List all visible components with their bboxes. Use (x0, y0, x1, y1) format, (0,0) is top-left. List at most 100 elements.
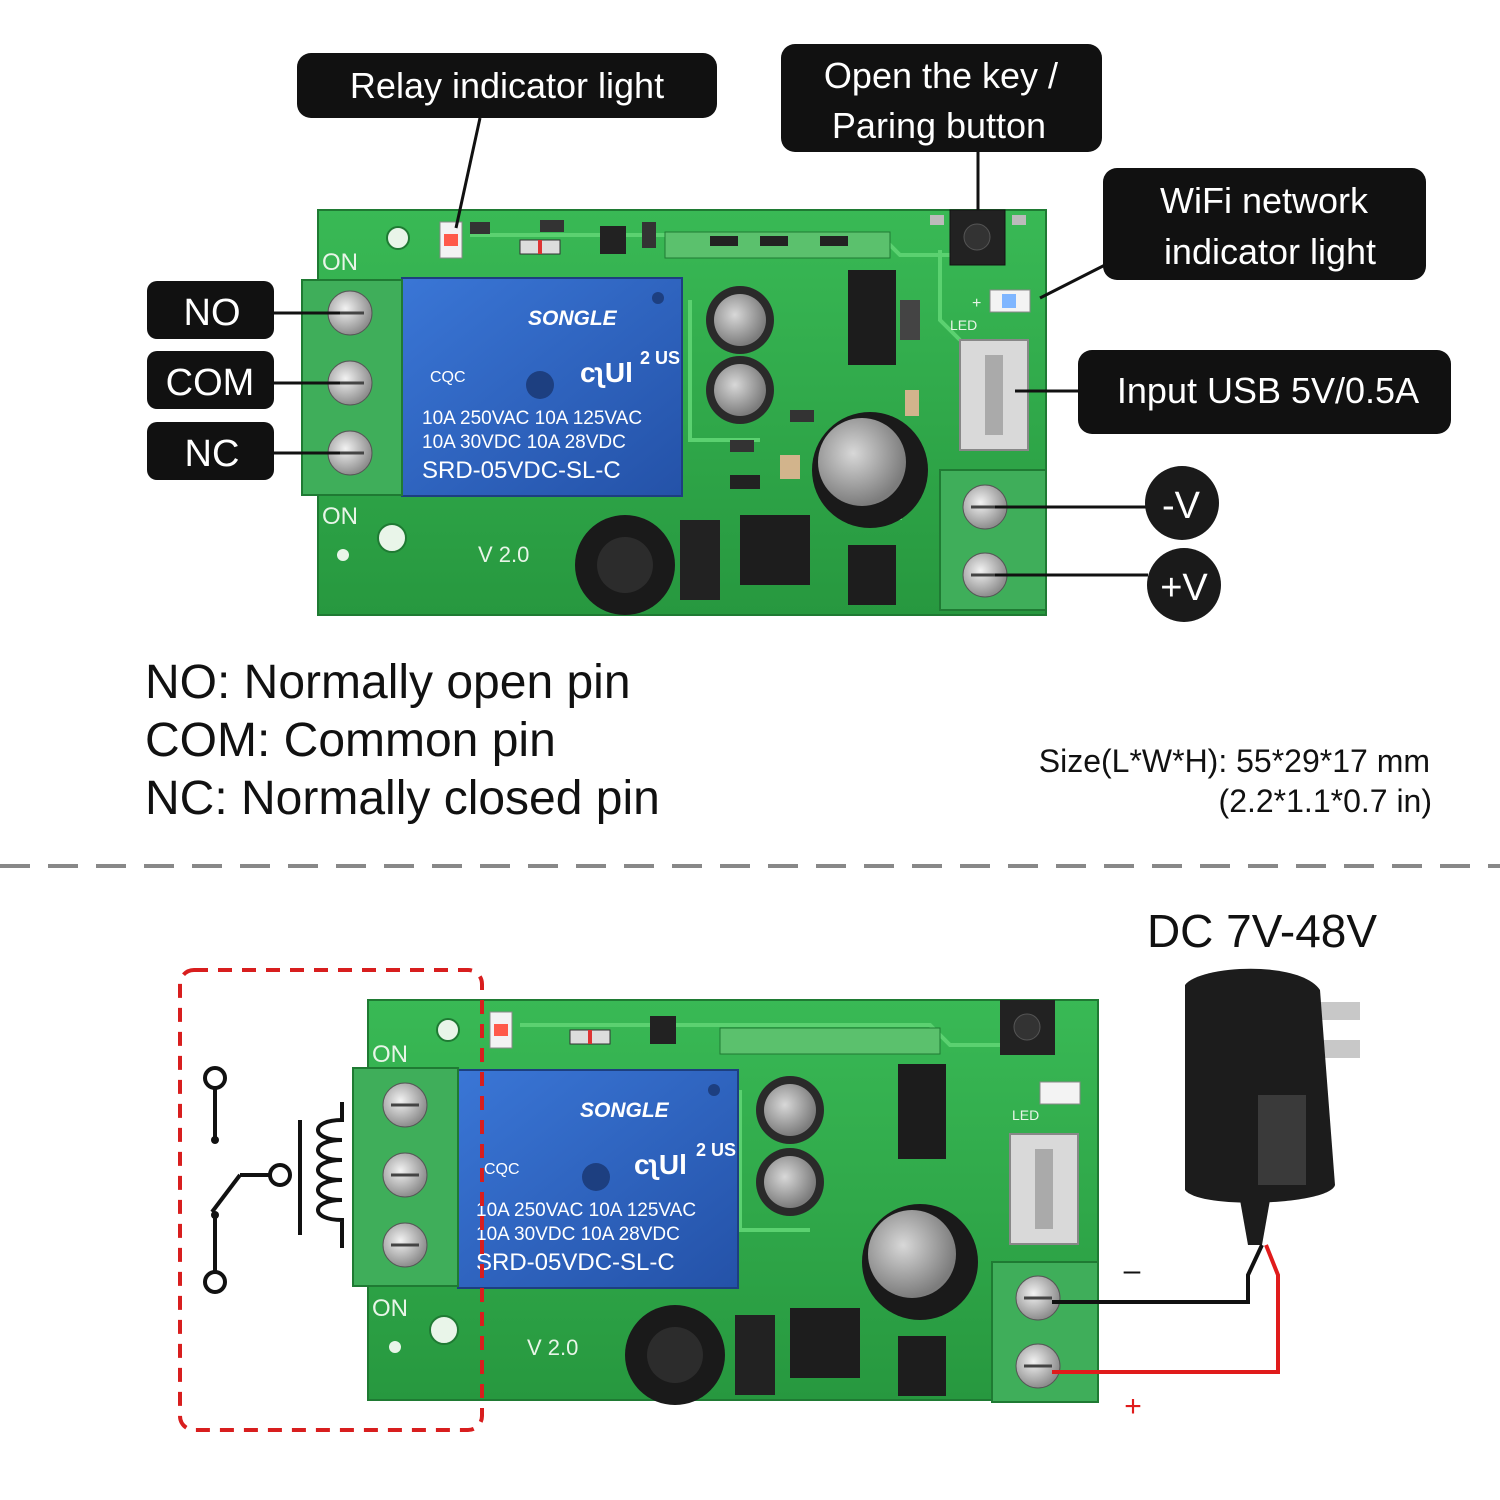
terminal-label-no: NO (184, 292, 241, 334)
callout-pairing-line2: Paring button (832, 105, 1046, 146)
wifi-led (1039, 1081, 1081, 1105)
relay-brand: SONGLE (580, 1099, 670, 1122)
top-pcb-board: ON ON V 2.0 LED + (301, 209, 1047, 616)
mounting-hole (337, 549, 349, 561)
positive-polarity-mark: + (1124, 1390, 1142, 1423)
callout-no: NO (147, 281, 274, 339)
callout-wifi-indicator: WiFi network indicator light (1103, 168, 1426, 280)
relay-rating-1: 10A 250VAC 10A 125VAC (422, 408, 642, 429)
silk-version-label: V 2.0 (527, 1335, 578, 1360)
callout-plus-v: +V (1147, 548, 1221, 622)
leader-relay-indicator (454, 117, 482, 229)
relay-model: SRD-05VDC-SL-C (422, 457, 621, 484)
silk-on-label: ON (322, 503, 358, 530)
ic-chip (740, 515, 810, 585)
callout-relay-indicator-text: Relay indicator light (350, 65, 664, 106)
callout-wifi-line2: indicator light (1164, 231, 1376, 272)
legend-no: NO: Normally open pin (145, 656, 631, 709)
schematic-no-terminal (203, 1066, 227, 1090)
terminal-label-nc: NC (185, 433, 240, 475)
callout-bg (1147, 548, 1221, 622)
silk-led-label: LED (950, 317, 977, 333)
size-dimensions-in: (2.2*1.1*0.7 in) (1219, 783, 1432, 819)
usb-port-slot (985, 355, 1003, 435)
silk-on-label: ON (322, 249, 358, 276)
wifi-module (719, 1027, 941, 1055)
adapter-label (1258, 1095, 1306, 1185)
callout-bg (1078, 350, 1451, 434)
inductor-diode (735, 1315, 775, 1395)
callout-nc: NC (147, 422, 274, 480)
pairing-button[interactable] (1013, 1013, 1041, 1041)
terminal-label-com: COM (166, 362, 255, 404)
callout-usb-input: Input USB 5V/0.5A (1078, 350, 1451, 434)
diode-band (588, 1030, 592, 1044)
schematic-node (211, 1136, 219, 1144)
schematic-coil (316, 1102, 344, 1248)
capacitor-top (764, 1156, 816, 1208)
voltage-regulator (898, 1064, 946, 1159)
callout-bg (1103, 168, 1426, 280)
capacitor-top (764, 1084, 816, 1136)
bottom-pcb-board: ON ON V 2.0 LED SONGLE CQC cʅUl 2 US (352, 999, 1099, 1405)
negative-polarity-mark: – (1124, 1254, 1141, 1287)
module-chip (710, 236, 738, 246)
relay-contact-highlight-box (178, 968, 484, 1432)
silk-on-label: ON (372, 1041, 408, 1068)
silk-plus-mark: + (972, 295, 981, 312)
pcb-trace (738, 1090, 810, 1232)
smd-resistor (790, 410, 814, 422)
callout-lines (274, 117, 1148, 577)
capacitor-top (714, 294, 766, 346)
mounting-hole (429, 1315, 459, 1345)
terminal-label-minus-v: -V (1162, 485, 1201, 527)
callout-bg (297, 53, 717, 118)
module-chip (760, 236, 788, 246)
pairing-button[interactable] (963, 223, 991, 251)
relay-brand: SONGLE (528, 307, 618, 330)
callout-wifi-line1: WiFi network (1160, 180, 1369, 221)
relay-model: SRD-05VDC-SL-C (476, 1249, 675, 1276)
capacitor-top (714, 364, 766, 416)
legend-nc: NC: Normally closed pin (145, 772, 660, 825)
relay-rating-2: 10A 30VDC 10A 28VDC (476, 1224, 680, 1245)
capacitor-top (818, 418, 906, 506)
relay-cqc-mark: CQC (430, 369, 466, 386)
transistor (650, 1016, 676, 1044)
smd-capacitor (905, 390, 919, 416)
mounting-hole (386, 226, 410, 250)
relay-ul-mark: cʅUl (580, 357, 633, 388)
leader-wifi-indicator (1039, 263, 1106, 300)
module-chip (820, 236, 848, 246)
mounting-hole (436, 1018, 460, 1042)
voltage-regulator (848, 270, 896, 365)
relay-center-mark (526, 371, 554, 399)
relay-us-mark: 2 US (640, 348, 680, 368)
smd-resistor (540, 220, 564, 232)
silk-on-label: ON (372, 1295, 408, 1322)
relay-center-mark (582, 1163, 610, 1191)
button-leg (930, 215, 944, 225)
callout-bg (147, 351, 274, 409)
callout-relay-indicator: Relay indicator light (297, 53, 717, 118)
adapter-cable-strain (1240, 1200, 1270, 1245)
relay-marker (652, 292, 664, 304)
wire-positive (1052, 1244, 1280, 1374)
capacitor-top (868, 1210, 956, 1298)
callout-minus-v: -V (1145, 466, 1219, 540)
callout-bg (147, 281, 274, 339)
wifi-led-die (1002, 294, 1016, 308)
callout-usb-text: Input USB 5V/0.5A (1117, 370, 1419, 411)
pcb-trace (938, 250, 962, 342)
inductor-core (647, 1327, 703, 1383)
transistor (600, 226, 626, 254)
relay-led-die (494, 1024, 508, 1036)
smd-resistor (730, 440, 754, 452)
relay-ul-mark: cʅUl (634, 1149, 687, 1180)
smd-resistor (730, 475, 760, 489)
wire-negative (1052, 1244, 1264, 1304)
relay-marker (708, 1084, 720, 1096)
terminal-label-plus-v: +V (1160, 567, 1208, 609)
size-dimensions-mm: Size(L*W*H): 55*29*17 mm (1039, 743, 1430, 779)
silk-led-label: LED (1012, 1107, 1039, 1123)
